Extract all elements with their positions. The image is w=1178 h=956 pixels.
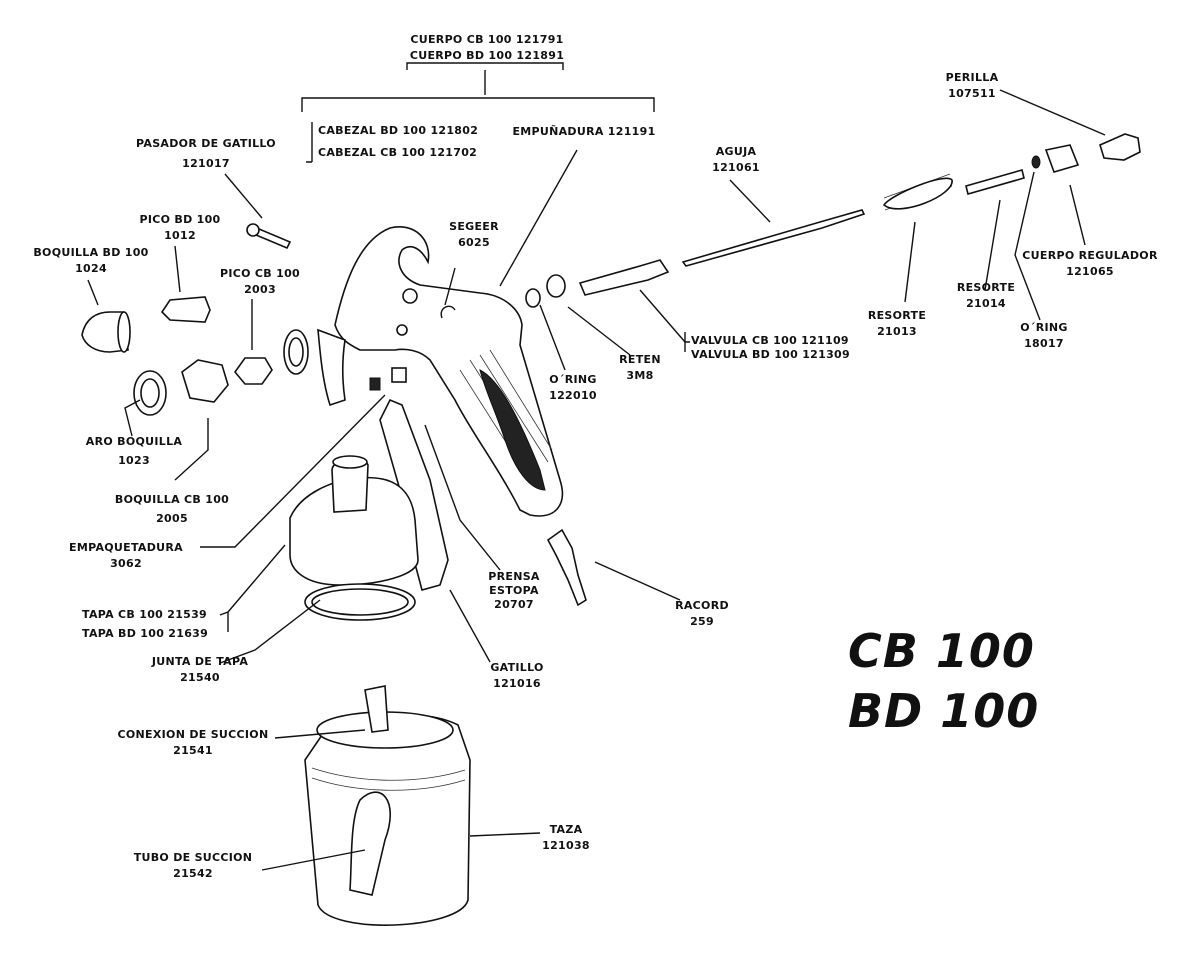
label-taza: TAZA 121038 xyxy=(542,822,590,854)
label-reten-code: 3M8 xyxy=(626,369,654,382)
left-parts xyxy=(81,223,456,416)
cup xyxy=(304,685,471,926)
cuerpo-bracket xyxy=(301,62,655,163)
label-valvula-cb: VALVULA CB 100 121109 xyxy=(691,334,849,347)
label-aro-boquilla-code: 1023 xyxy=(118,454,150,467)
label-taza-code: 121038 xyxy=(542,839,590,852)
label-prensa-estopa-name1: PRENSA xyxy=(488,570,540,583)
label-resorte-21014: RESORTE 21014 xyxy=(957,280,1015,312)
label-pico-cb-name: PICO CB 100 xyxy=(220,267,300,280)
label-perilla-code: 107511 xyxy=(948,87,996,100)
label-empaquetadura-name: EMPAQUETADURA xyxy=(69,541,183,554)
label-empunadura-text: EMPUÑADURA 121191 xyxy=(512,125,656,138)
label-boquilla-bd-name: BOQUILLA BD 100 xyxy=(33,246,149,259)
label-tapa-bd: TAPA BD 100 21639 xyxy=(82,627,209,640)
label-valvula: VALVULA CB 100 121109 VALVULA BD 100 121… xyxy=(691,334,850,362)
lower-parts xyxy=(289,398,587,621)
label-resorte-21013: RESORTE 21013 xyxy=(868,308,926,340)
label-valvula-bd: VALVULA BD 100 121309 xyxy=(691,348,850,361)
label-aguja-code: 121061 xyxy=(712,161,760,174)
label-racord: RACORD 259 xyxy=(675,598,729,630)
label-boquilla-cb-code: 2005 xyxy=(156,512,188,525)
label-pico-cb-code: 2003 xyxy=(244,283,276,296)
label-resorte-21013-code: 21013 xyxy=(877,325,917,338)
label-cabezal-bd: CABEZAL BD 100 121802 xyxy=(318,124,479,137)
label-aguja-name: AGUJA xyxy=(715,145,757,158)
label-resorte-21014-code: 21014 xyxy=(966,297,1006,310)
label-tapa-cb: TAPA CB 100 21539 xyxy=(82,608,208,621)
label-conexion-succion-code: 21541 xyxy=(173,744,213,757)
label-tubo-succion-code: 21542 xyxy=(173,867,213,880)
label-empaquetadura-code: 3062 xyxy=(110,557,142,570)
label-cuerpo-regulador: CUERPO REGULADOR 121065 xyxy=(1022,248,1157,280)
label-conexion-succion-name: CONEXION DE SUCCION xyxy=(117,728,269,741)
label-pico-bd: PICO BD 100 1012 xyxy=(139,212,220,244)
label-prensa-estopa-name2: ESTOPA xyxy=(489,584,539,597)
label-segeer-name: SEGEER xyxy=(449,220,499,233)
label-reten-name: RETEN xyxy=(619,353,661,366)
label-empunadura: EMPUÑADURA 121191 xyxy=(512,124,655,140)
label-pasador-name: PASADOR DE GATILLO xyxy=(136,137,276,150)
label-taza-name: TAZA xyxy=(549,823,583,836)
label-boquilla-bd: BOQUILLA BD 100 1024 xyxy=(33,245,148,277)
label-boquilla-cb-name: BOQUILLA CB 100 xyxy=(114,493,230,506)
label-segeer-code: 6025 xyxy=(458,236,490,249)
label-pico-bd-code: 1012 xyxy=(164,229,196,242)
label-pasador-code: 121017 xyxy=(182,157,230,170)
label-boquilla-bd-code: 1024 xyxy=(75,262,107,275)
label-pasador: PASADOR DE GATILLO 121017 xyxy=(136,134,276,174)
label-tubo-succion-name: TUBO DE SUCCION xyxy=(133,851,253,864)
label-perilla-name: PERILLA xyxy=(945,71,999,84)
label-aro-boquilla: ARO BOQUILLA 1023 xyxy=(86,432,182,470)
label-gatillo-code: 121016 xyxy=(493,677,541,690)
label-resorte-21013-name: RESORTE xyxy=(867,309,927,322)
label-boquilla-cb: BOQUILLA CB 100 2005 xyxy=(115,490,229,528)
label-tubo-succion: TUBO DE SUCCION 21542 xyxy=(134,850,253,882)
label-oring-122010: O´RING 122010 xyxy=(549,372,597,404)
label-cuerpo-regulador-name: CUERPO REGULADOR xyxy=(1022,249,1158,262)
gun-body xyxy=(283,226,564,517)
right-parts xyxy=(525,133,1141,308)
label-segeer: SEGEER 6025 xyxy=(449,219,499,251)
label-pico-cb: PICO CB 100 2003 xyxy=(220,266,300,298)
label-oring-18017: O´RING 18017 xyxy=(1020,320,1067,352)
label-racord-code: 259 xyxy=(690,615,714,628)
label-cuerpo-regulador-code: 121065 xyxy=(1066,265,1114,278)
label-prensa-estopa: PRENSA ESTOPA 20707 xyxy=(488,570,540,612)
label-perilla: PERILLA 107511 xyxy=(946,70,999,102)
model-title-cb: CB 100 xyxy=(848,624,1035,678)
label-cuerpo: CUERPO CB 100 121791 CUERPO BD 100 12189… xyxy=(410,32,564,64)
label-cuerpo-bd: CUERPO BD 100 121891 xyxy=(409,49,565,62)
label-oring-122010-code: 122010 xyxy=(549,389,597,402)
label-conexion-succion: CONEXION DE SUCCION 21541 xyxy=(118,727,269,759)
label-junta-tapa-code: 21540 xyxy=(180,671,220,684)
leader-lines xyxy=(87,89,1106,871)
label-aro-boquilla-name: ARO BOQUILLA xyxy=(85,435,183,448)
label-resorte-21014-name: RESORTE xyxy=(956,281,1016,294)
label-junta-tapa: JUNTA DE TAPA 21540 xyxy=(152,654,248,686)
label-empaquetadura: EMPAQUETADURA 3062 xyxy=(69,540,183,572)
label-cuerpo-cb: CUERPO CB 100 121791 xyxy=(410,33,564,46)
label-prensa-estopa-code: 20707 xyxy=(494,598,534,611)
label-oring-18017-code: 18017 xyxy=(1024,337,1064,350)
label-aguja: AGUJA 121061 xyxy=(712,144,760,176)
label-tapa: TAPA CB 100 21539 TAPA BD 100 21639 xyxy=(82,605,208,643)
label-cabezal-cb: CABEZAL CB 100 121702 xyxy=(318,146,478,159)
label-pico-bd-name: PICO BD 100 xyxy=(139,213,221,226)
label-reten: RETEN 3M8 xyxy=(619,352,661,384)
label-cabezal: CABEZAL BD 100 121802 CABEZAL CB 100 121… xyxy=(318,120,478,164)
model-title-bd: BD 100 xyxy=(848,684,1040,738)
label-gatillo: GATILLO 121016 xyxy=(490,660,543,692)
label-oring-122010-name: O´RING xyxy=(549,373,597,386)
label-oring-18017-name: O´RING xyxy=(1020,321,1068,334)
label-racord-name: RACORD xyxy=(675,599,729,612)
label-junta-tapa-name: JUNTA DE TAPA xyxy=(151,655,249,668)
label-gatillo-name: GATILLO xyxy=(490,661,544,674)
